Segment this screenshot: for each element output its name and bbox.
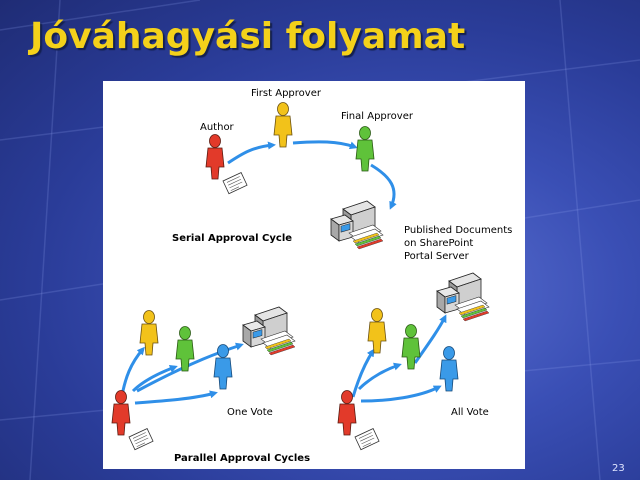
- all-vote-document-icon: [354, 428, 380, 451]
- author-label: Author: [200, 122, 234, 133]
- one-vote-server-icon: [242, 306, 296, 356]
- one-vote-document-icon: [128, 428, 154, 451]
- all-vote-label: All Vote: [451, 407, 489, 418]
- all-vote-arrow-to-green: [357, 362, 402, 391]
- parallel-cycles-label: Parallel Approval Cycles: [174, 453, 311, 464]
- all-vote-blue-person-icon: [439, 346, 459, 392]
- published-documents-label-line2: on SharePoint: [404, 238, 474, 249]
- serial-arrow-author-to-first: [227, 141, 276, 165]
- all-vote-arrow-to-server: [413, 314, 447, 364]
- slide-title: Jóváhagyási folyamat: [30, 16, 466, 57]
- final-approver-person-icon: [355, 126, 375, 172]
- page-number: 23: [612, 463, 625, 474]
- one-vote-arrow-to-blue: [134, 390, 218, 405]
- first-approver-label: First Approver: [251, 88, 321, 99]
- one-vote-label: One Vote: [227, 407, 273, 418]
- published-server-icon: [330, 200, 384, 250]
- approval-diagram-panel: First Approver Author Final Approver Ser…: [103, 81, 525, 469]
- one-vote-author-person-icon: [111, 390, 131, 436]
- first-approver-person-icon: [273, 102, 293, 148]
- one-vote-yellow-person-icon: [139, 310, 159, 356]
- serial-arrow-first-to-final: [292, 140, 358, 150]
- one-vote-arrow-to-server: [136, 342, 244, 393]
- all-vote-author-person-icon: [337, 390, 357, 436]
- serial-cycle-label: Serial Approval Cycle: [172, 233, 293, 244]
- all-vote-server-icon: [436, 272, 490, 322]
- approval-diagram: [111, 102, 490, 451]
- one-vote-arrow-to-green: [131, 365, 178, 393]
- published-documents-label-line1: Published Documents: [404, 225, 513, 236]
- author-document-icon: [222, 172, 248, 195]
- all-vote-yellow-person-icon: [367, 308, 387, 354]
- serial-arrow-final-to-published: [370, 163, 397, 210]
- all-vote-arrow-to-blue: [360, 385, 442, 403]
- all-vote-arrow-to-yellow: [351, 348, 375, 398]
- published-documents-label-line3: Portal Server: [404, 251, 469, 262]
- final-approver-label: Final Approver: [341, 111, 413, 122]
- author-person-icon: [205, 134, 225, 180]
- one-vote-blue-person-icon: [213, 344, 233, 390]
